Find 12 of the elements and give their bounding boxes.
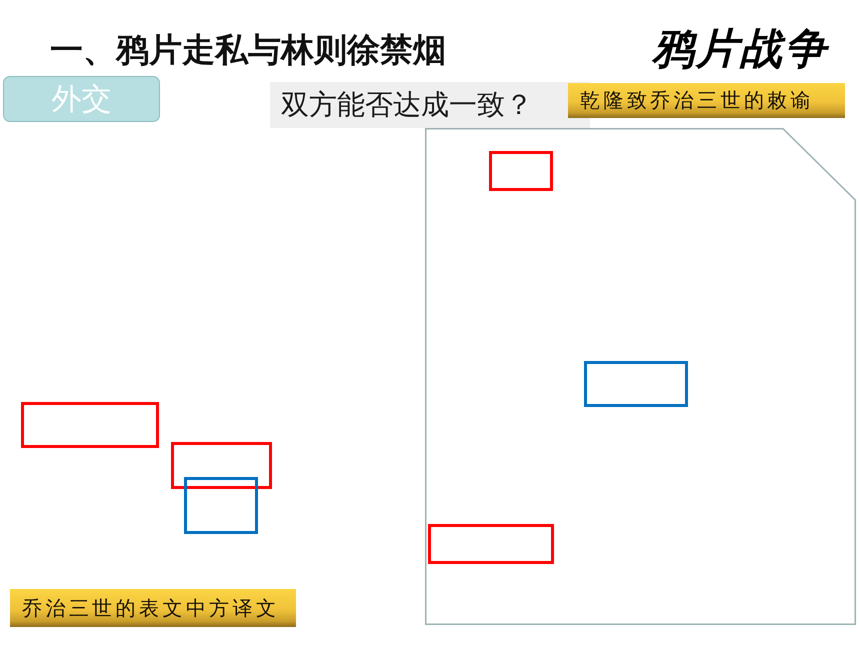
highlight-frame <box>171 442 272 489</box>
highlight-frame <box>584 361 688 407</box>
highlight-frame <box>489 151 553 191</box>
category-tab: 外交 <box>3 76 160 122</box>
highlight-frame <box>428 524 554 564</box>
caption-banner: 乾隆致乔治三世的敕谕 <box>568 83 845 118</box>
highlight-frame <box>21 402 159 448</box>
calligraphy-heading: 鸦片战争 <box>652 24 828 74</box>
caption-banner: 乔治三世的表文中方译文 <box>10 589 296 627</box>
highlight-frame <box>184 477 258 534</box>
document-page <box>425 128 856 625</box>
slide-title: 一、鸦片走私与林则徐禁烟 <box>50 29 446 70</box>
